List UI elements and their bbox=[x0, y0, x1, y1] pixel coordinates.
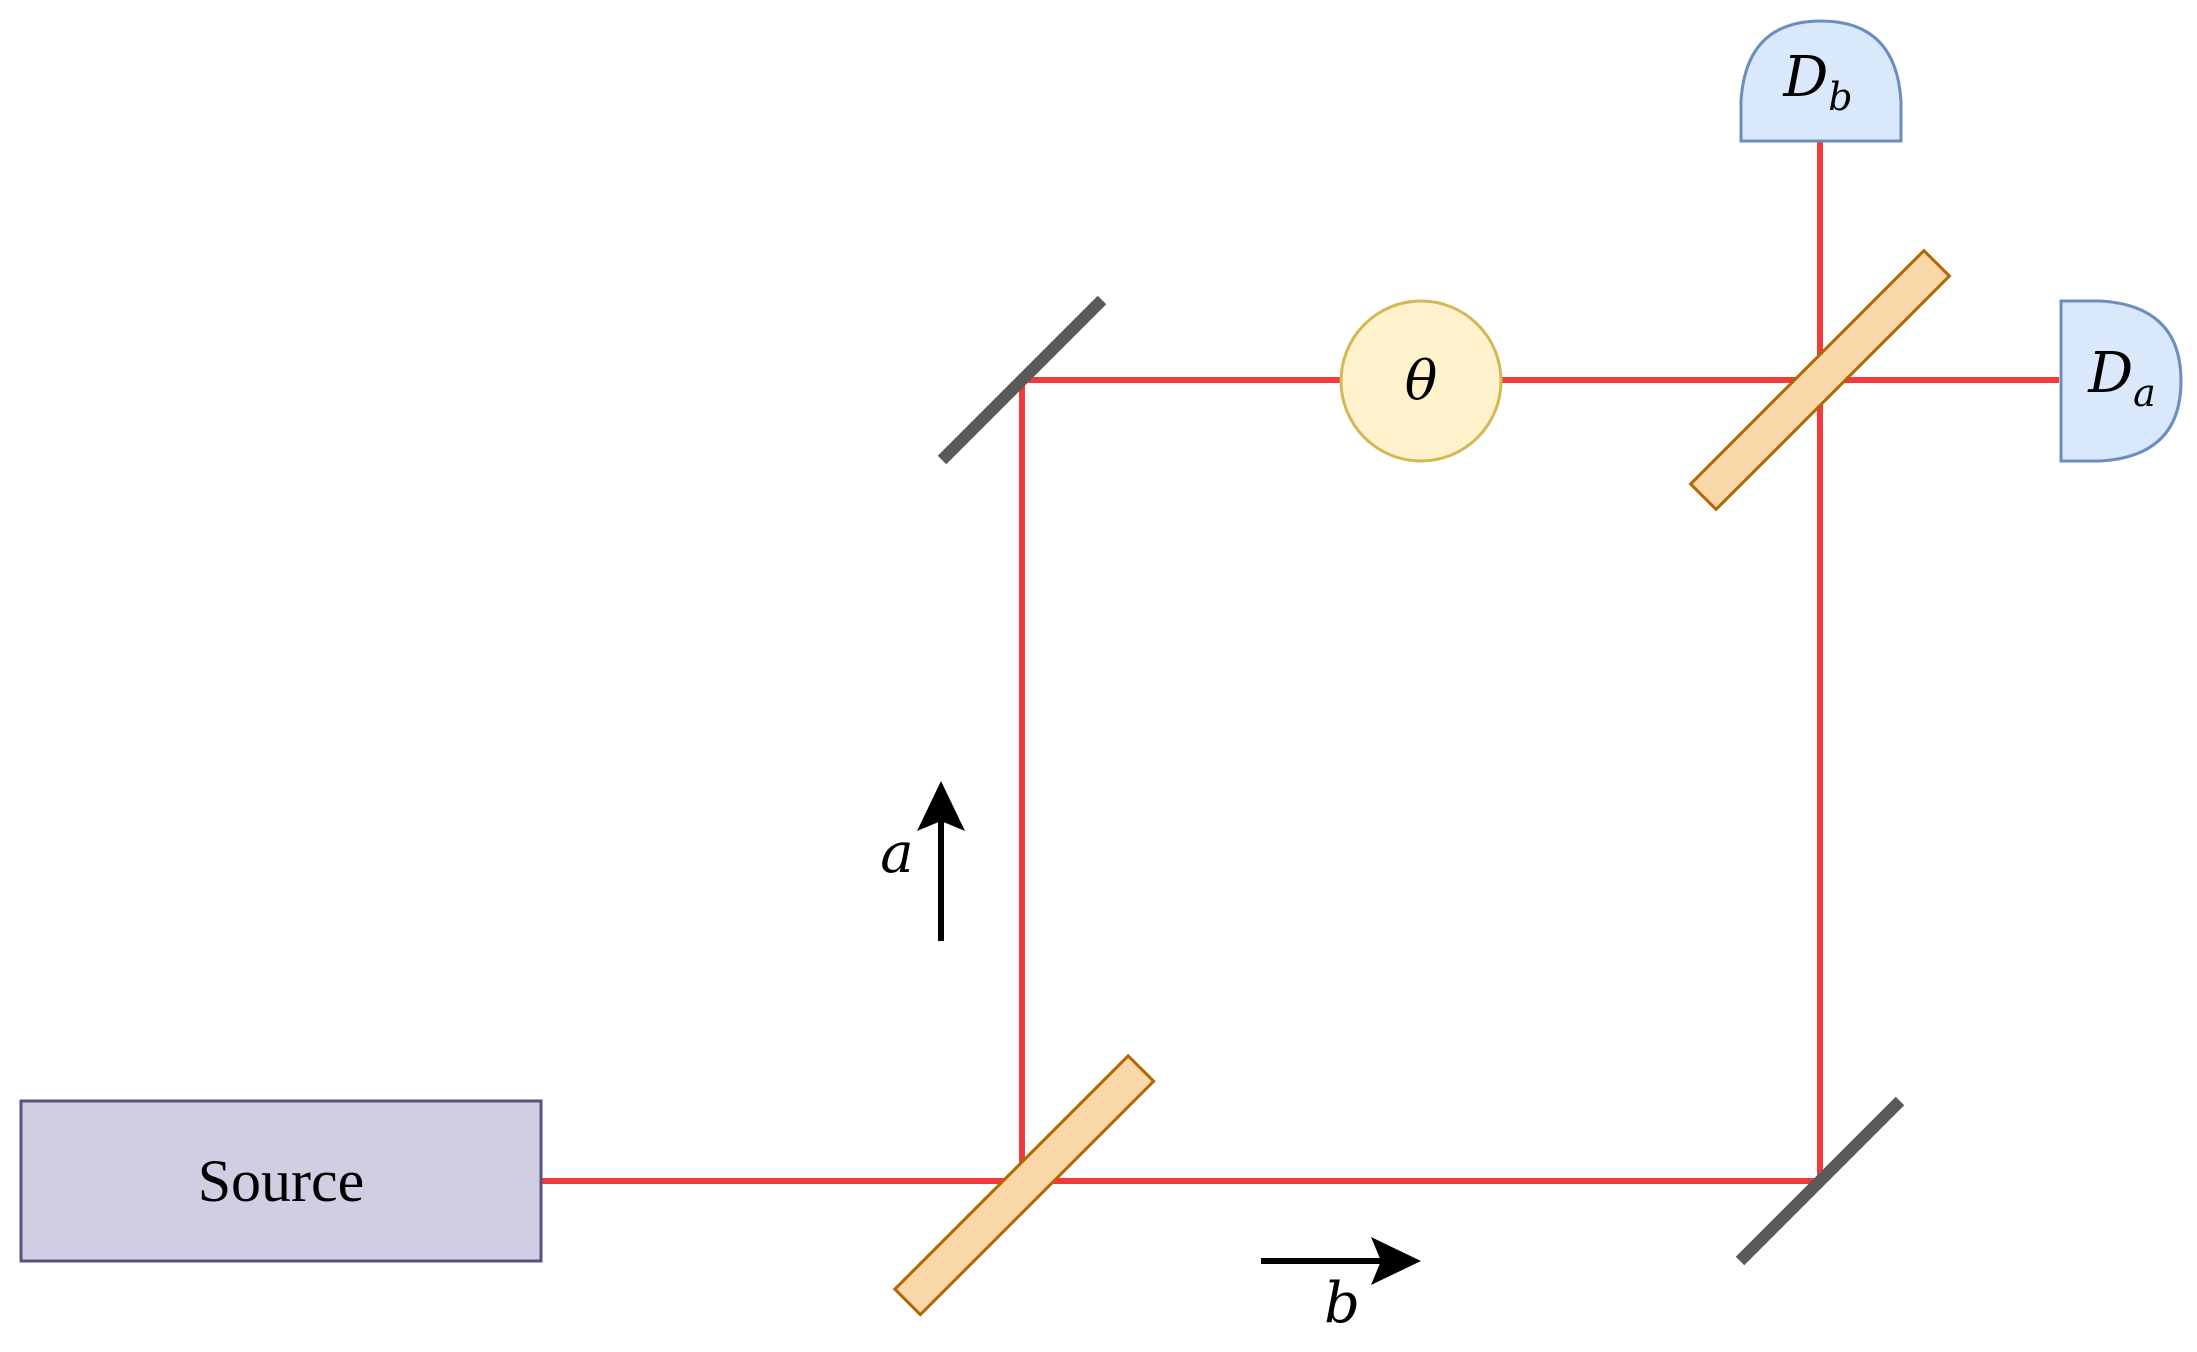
phase-shifter-label: θ bbox=[1405, 350, 1438, 413]
arrow-a: a bbox=[880, 781, 965, 941]
detector-a: Da bbox=[2059, 299, 2183, 463]
detector-a-label: Da bbox=[2087, 341, 2156, 415]
beam-paths bbox=[542, 140, 2059, 1184]
source-label: Source bbox=[198, 1148, 365, 1214]
detector-b-subscript: b bbox=[1828, 75, 1852, 119]
beam-splitter-input bbox=[892, 1053, 1156, 1317]
phase-shifter: θ bbox=[1339, 299, 1503, 463]
detector-b-shape bbox=[1739, 19, 1903, 143]
detector-a-shape bbox=[2059, 299, 2183, 463]
detector-b-letter: D bbox=[1782, 45, 1828, 110]
arrow-b-head bbox=[1371, 1237, 1421, 1285]
phase-shifter-circle bbox=[1339, 299, 1503, 463]
mirror-top-left bbox=[937, 295, 1107, 465]
arrow-a-head bbox=[917, 781, 965, 831]
arrow-b-label: b bbox=[1324, 1271, 1360, 1336]
mirror-bottom-right bbox=[1735, 1096, 1905, 1266]
detector-a-letter: D bbox=[2087, 341, 2133, 406]
source-rect bbox=[19, 1099, 543, 1263]
detector-b: Db bbox=[1739, 19, 1903, 143]
detector-b-label: Db bbox=[1782, 45, 1852, 119]
arrow-a-label: a bbox=[880, 821, 913, 886]
source-box: Source bbox=[19, 1099, 543, 1263]
beam-splitter-output bbox=[1688, 248, 1952, 512]
detector-a-subscript: a bbox=[2133, 371, 2156, 415]
arrow-b: b bbox=[1261, 1237, 1421, 1336]
